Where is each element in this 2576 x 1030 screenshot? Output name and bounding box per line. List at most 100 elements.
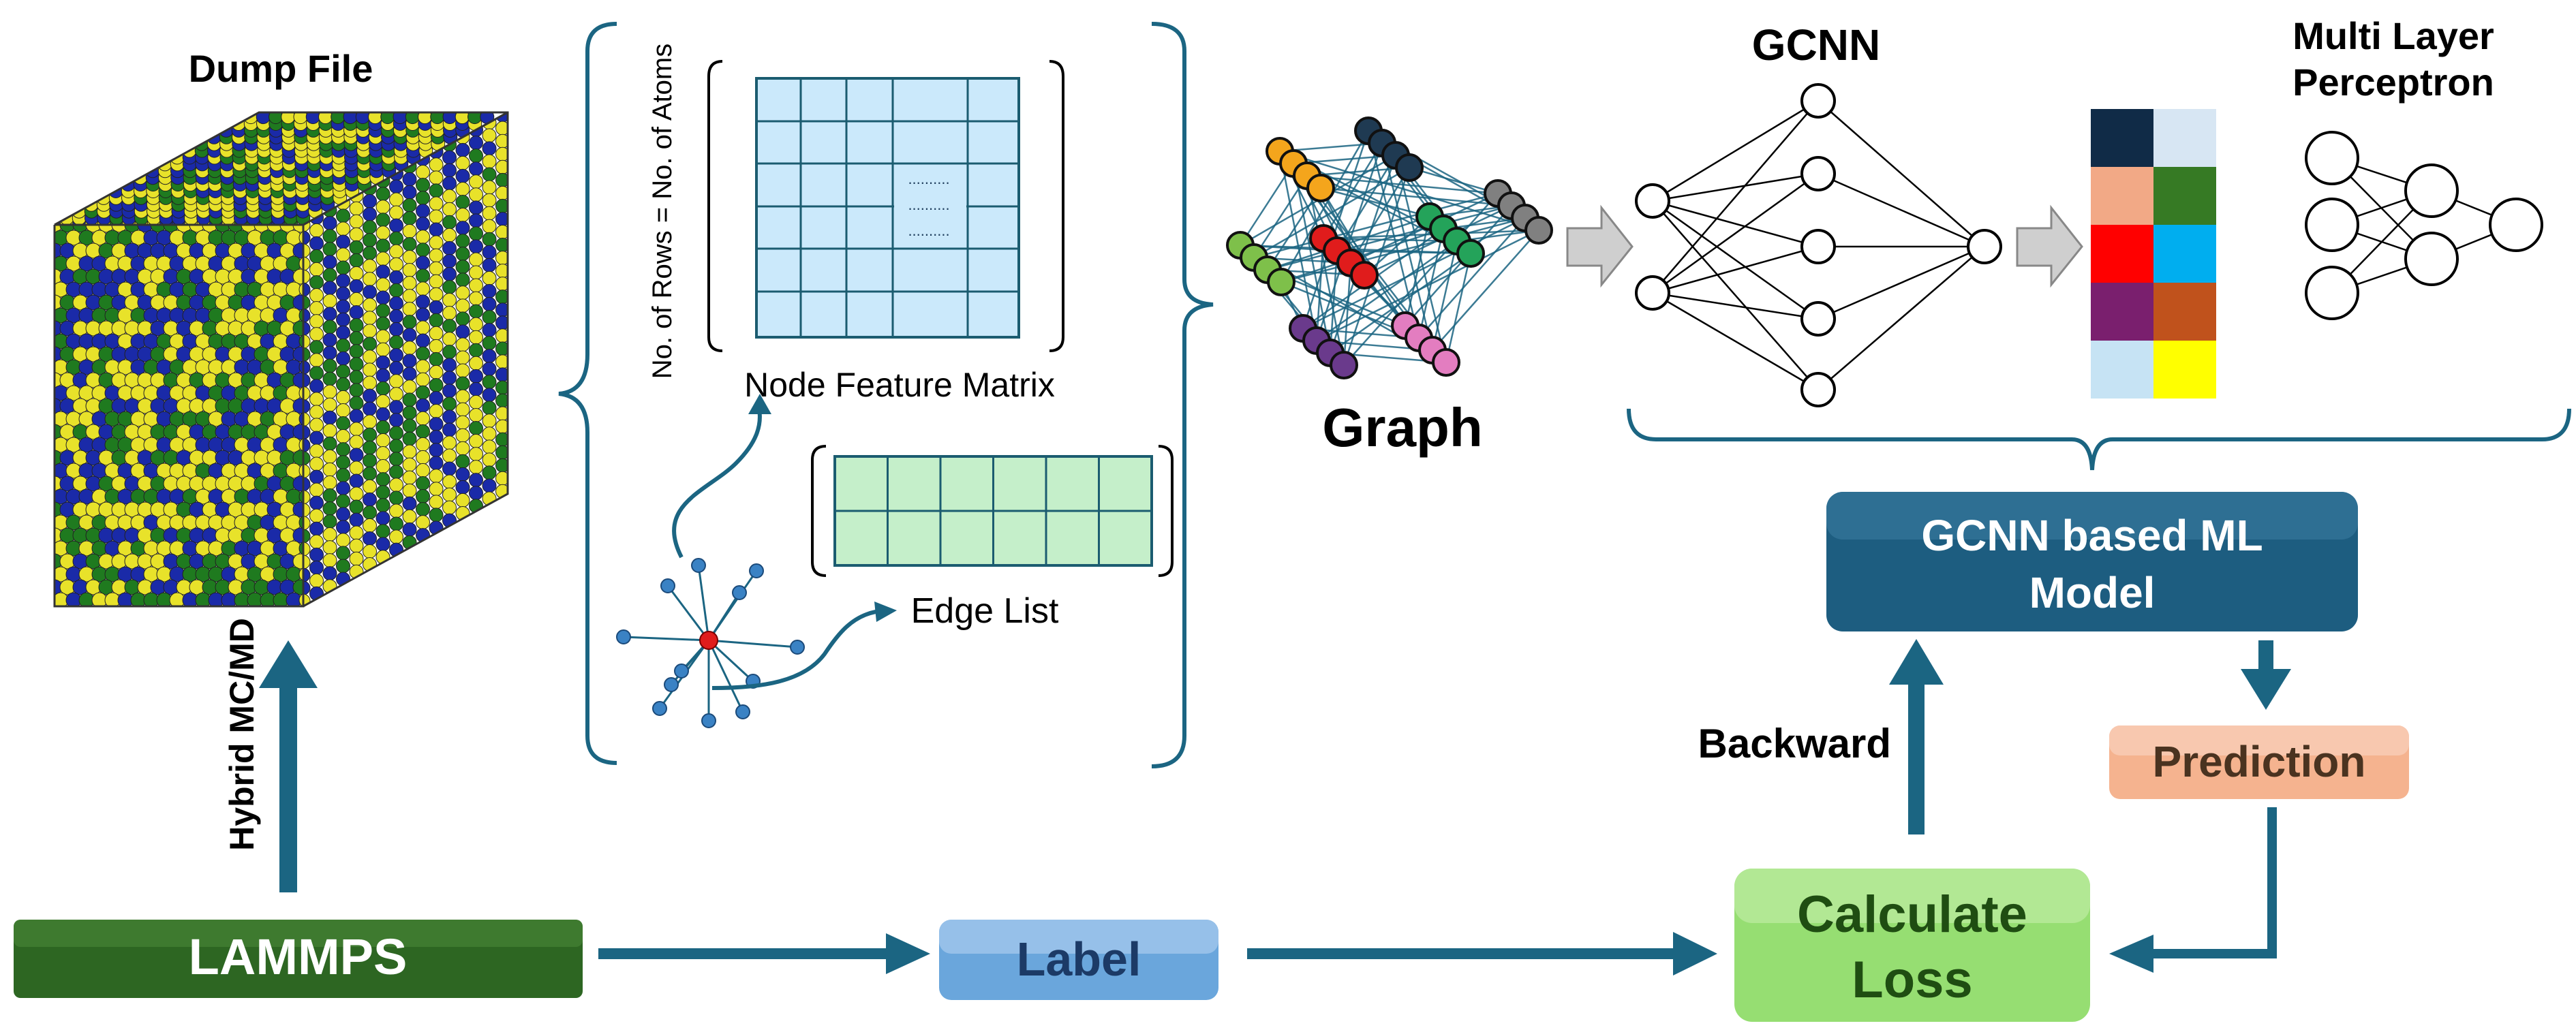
atom bbox=[455, 493, 470, 508]
atom bbox=[482, 336, 497, 351]
atom bbox=[363, 466, 377, 481]
matrix-cell-area bbox=[755, 77, 1020, 339]
atom bbox=[375, 368, 390, 383]
atom bbox=[429, 430, 444, 445]
atom bbox=[322, 488, 337, 503]
atom bbox=[309, 340, 324, 355]
matrix-ellipsis-1: .......... bbox=[908, 170, 949, 187]
atom bbox=[322, 423, 337, 438]
gcnn-edge bbox=[1818, 172, 1985, 248]
left-curly-brace bbox=[558, 22, 617, 765]
atom bbox=[303, 373, 311, 388]
atom bbox=[363, 505, 377, 520]
atom bbox=[389, 205, 403, 220]
atom bbox=[482, 426, 497, 441]
atom bbox=[322, 527, 337, 542]
gcnn-edge bbox=[1652, 99, 1819, 202]
atom bbox=[322, 449, 337, 464]
atom bbox=[416, 268, 430, 283]
atom bbox=[322, 319, 337, 334]
atom bbox=[389, 257, 403, 272]
mlp-title-line2: Perceptron bbox=[2293, 61, 2494, 104]
atom bbox=[292, 372, 303, 388]
atom bbox=[309, 353, 324, 368]
atom bbox=[292, 501, 303, 518]
atom bbox=[375, 187, 390, 202]
atom bbox=[375, 355, 390, 370]
graph-edge bbox=[1253, 166, 1410, 259]
atom bbox=[363, 298, 377, 313]
atom bbox=[375, 407, 390, 422]
atom bbox=[363, 285, 377, 300]
atom bbox=[322, 281, 337, 296]
model-to-prediction-arrowhead bbox=[2241, 669, 2291, 710]
atom bbox=[429, 261, 444, 276]
atom bbox=[402, 457, 417, 472]
atom bbox=[375, 251, 390, 266]
atom bbox=[469, 356, 483, 371]
atom bbox=[309, 418, 324, 433]
mlp-neuron bbox=[2305, 266, 2359, 320]
atom bbox=[442, 332, 457, 347]
gcnn-edge bbox=[1652, 200, 1819, 320]
atom bbox=[429, 209, 444, 224]
atom bbox=[469, 486, 483, 501]
atom bbox=[455, 155, 470, 170]
atom bbox=[336, 221, 350, 236]
star-edge bbox=[707, 639, 754, 683]
atom bbox=[375, 316, 390, 331]
atom bbox=[482, 128, 497, 143]
atom bbox=[375, 225, 390, 240]
atom bbox=[469, 239, 483, 254]
mlp-neuron bbox=[2404, 232, 2459, 286]
atom bbox=[455, 234, 470, 249]
atom bbox=[336, 468, 350, 483]
atom bbox=[375, 290, 390, 305]
atom bbox=[469, 407, 483, 422]
atom bbox=[429, 352, 444, 366]
atom bbox=[349, 448, 364, 463]
graph-edge bbox=[1322, 142, 1383, 239]
atom bbox=[309, 288, 324, 303]
atom bbox=[375, 213, 390, 228]
atom bbox=[389, 270, 403, 285]
graph-edge bbox=[1239, 163, 1295, 246]
atom bbox=[442, 371, 457, 386]
mlp-neuron bbox=[2489, 198, 2543, 252]
lammps-box: LAMMPS bbox=[14, 920, 583, 998]
atom bbox=[416, 424, 430, 439]
atom bbox=[336, 520, 350, 535]
atom bbox=[349, 383, 364, 398]
gcnn-edge bbox=[1652, 292, 1819, 391]
atom bbox=[215, 225, 231, 233]
atom bbox=[402, 354, 417, 369]
atom bbox=[303, 425, 311, 440]
atom bbox=[442, 176, 457, 191]
atom bbox=[363, 362, 377, 377]
atom bbox=[442, 461, 457, 476]
atom bbox=[482, 296, 497, 311]
atom-cube bbox=[53, 111, 509, 608]
atom bbox=[363, 206, 377, 221]
atom bbox=[402, 249, 417, 264]
atom bbox=[363, 414, 377, 429]
gcnn-neuron bbox=[1800, 229, 1836, 264]
atom bbox=[292, 424, 303, 440]
atom bbox=[336, 559, 350, 574]
atom bbox=[336, 273, 350, 288]
atom bbox=[349, 201, 364, 216]
gcnn-neuron bbox=[1635, 183, 1670, 219]
atom bbox=[482, 270, 497, 285]
atom bbox=[292, 553, 303, 569]
atom bbox=[375, 264, 390, 279]
atom bbox=[375, 511, 390, 526]
atom bbox=[322, 566, 337, 581]
atom bbox=[349, 344, 364, 359]
gcnn-neuron bbox=[1800, 83, 1836, 119]
matrix-ellipsis-3: .......... bbox=[908, 222, 949, 239]
atom bbox=[429, 248, 444, 263]
atom bbox=[469, 278, 483, 293]
atom bbox=[336, 442, 350, 457]
gcnn-edge bbox=[1652, 172, 1819, 202]
atom bbox=[292, 294, 303, 311]
